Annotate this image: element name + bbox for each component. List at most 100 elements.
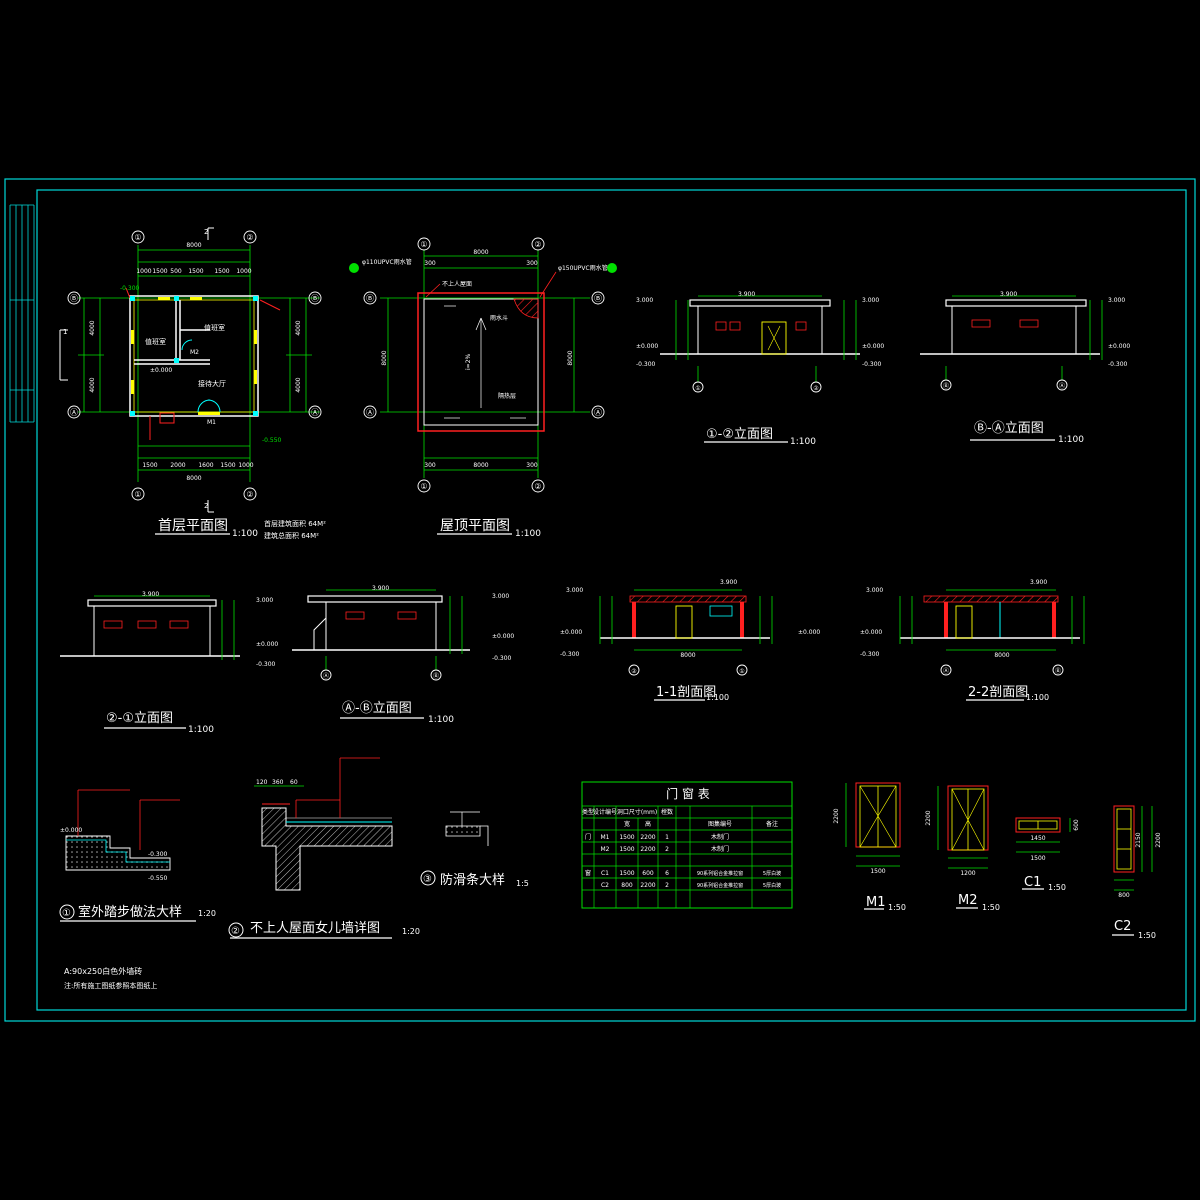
svg-text:4000: 4000 bbox=[89, 377, 96, 392]
note-1: A:90x250白色外墙砖 bbox=[64, 966, 142, 976]
svg-text:2200: 2200 bbox=[925, 810, 932, 825]
svg-text:3.000: 3.000 bbox=[566, 587, 583, 594]
svg-text:1500: 1500 bbox=[619, 834, 634, 841]
svg-text:M1: M1 bbox=[601, 834, 610, 841]
svg-text:1500: 1500 bbox=[870, 868, 885, 875]
svg-text:800: 800 bbox=[621, 882, 633, 889]
roof-plan: ① ② ① ② Ⓑ Ⓐ Ⓑ Ⓐ 8000 8000 300 300 300 30… bbox=[349, 237, 617, 539]
svg-text:90系列铝合金推拉窗: 90系列铝合金推拉窗 bbox=[697, 870, 743, 877]
axis-a-left: Ⓐ bbox=[70, 408, 78, 417]
plan1-title: 首层平面图 bbox=[158, 518, 228, 534]
svg-text:90系列铝合金推拉窗: 90系列铝合金推拉窗 bbox=[697, 882, 743, 889]
svg-text:1000: 1000 bbox=[238, 462, 253, 469]
svg-text:600: 600 bbox=[642, 870, 654, 877]
svg-text:-0.300: -0.300 bbox=[636, 361, 656, 368]
elevation-1-2: ① ② 3.000 3.900 ±0.000 -0.300 3.000 ±0.0… bbox=[636, 291, 884, 447]
svg-text:60: 60 bbox=[290, 779, 298, 786]
axis-1-bottom: ① bbox=[134, 490, 141, 499]
svg-text:①: ① bbox=[695, 385, 700, 392]
svg-text:②: ② bbox=[534, 240, 541, 249]
axis-b-right: Ⓑ bbox=[311, 294, 319, 303]
svg-text:-0.300: -0.300 bbox=[120, 285, 140, 292]
svg-text:2000: 2000 bbox=[170, 462, 185, 469]
svg-text:不上人屋面: 不上人屋面 bbox=[442, 280, 472, 288]
svg-text:300: 300 bbox=[526, 260, 538, 267]
svg-text:M2: M2 bbox=[190, 349, 199, 356]
plan1-walls bbox=[129, 295, 259, 417]
elev21-scale: 1:100 bbox=[188, 725, 214, 735]
section-2-2: Ⓐ Ⓑ 8000 3.000 3.900 ±0.000 -0.300 2-2剖面… bbox=[860, 579, 1085, 702]
det1-num: ① bbox=[62, 908, 71, 919]
roof-dim-top: 8000 bbox=[473, 249, 488, 256]
svg-text:3.000: 3.000 bbox=[866, 587, 883, 594]
axis-2-bottom: ② bbox=[246, 490, 253, 499]
m2-label: M2 bbox=[958, 893, 978, 908]
svg-text:1500: 1500 bbox=[220, 462, 235, 469]
svg-text:3.900: 3.900 bbox=[1030, 579, 1047, 586]
door-m1: 1500 2200 M1 1:50 bbox=[833, 782, 906, 912]
svg-text:2200: 2200 bbox=[1155, 832, 1162, 847]
svg-text:3.000: 3.000 bbox=[1108, 297, 1125, 304]
title-strip bbox=[9, 204, 35, 423]
svg-text:1500: 1500 bbox=[142, 462, 157, 469]
svg-text:8000: 8000 bbox=[994, 652, 1009, 659]
svg-text:1000: 1000 bbox=[236, 268, 251, 275]
svg-text:1: 1 bbox=[665, 834, 669, 841]
c1-label: C1 bbox=[1024, 875, 1041, 890]
room-label-2: 接待大厅 bbox=[198, 379, 226, 388]
det3-num: ③ bbox=[423, 874, 432, 885]
svg-text:600: 600 bbox=[1073, 819, 1080, 831]
svg-text:隔热层: 隔热层 bbox=[498, 392, 516, 400]
m1-scale: 1:50 bbox=[888, 903, 906, 912]
svg-text:500: 500 bbox=[170, 268, 182, 275]
svg-text:-0.300: -0.300 bbox=[148, 851, 168, 858]
svg-text:-0.300: -0.300 bbox=[492, 655, 512, 662]
m2-scale: 1:50 bbox=[982, 903, 1000, 912]
svg-text:360: 360 bbox=[272, 779, 284, 786]
svg-text:②: ② bbox=[534, 482, 541, 491]
svg-text:-0.300: -0.300 bbox=[860, 651, 880, 658]
svg-text:±0.000: ±0.000 bbox=[1108, 343, 1130, 350]
svg-text:1000: 1000 bbox=[136, 268, 151, 275]
svg-text:300: 300 bbox=[526, 462, 538, 469]
svg-text:1600: 1600 bbox=[198, 462, 213, 469]
svg-text:门: 门 bbox=[585, 833, 591, 841]
svg-text:±0.000: ±0.000 bbox=[492, 633, 514, 640]
elevBA-title: Ⓑ-Ⓐ立面图 bbox=[974, 421, 1044, 436]
plan1-dim-total-top: 8000 bbox=[186, 242, 201, 249]
plan1-dim-total-bottom: 8000 bbox=[186, 475, 201, 482]
svg-text:8000: 8000 bbox=[381, 350, 388, 365]
svg-text:3.900: 3.900 bbox=[720, 579, 737, 586]
svg-text:2: 2 bbox=[204, 502, 208, 510]
svg-text:②: ② bbox=[631, 668, 637, 675]
svg-text:4000: 4000 bbox=[89, 320, 96, 335]
elev21-title: ②-①立面图 bbox=[106, 711, 173, 726]
roof-slope: i=2% bbox=[465, 353, 472, 370]
svg-text:洞口尺寸(mm): 洞口尺寸(mm) bbox=[617, 808, 657, 816]
general-notes: A:90x250白色外墙砖 注:所有施工图纸参照本图纸上 bbox=[64, 966, 157, 990]
svg-text:2200: 2200 bbox=[640, 846, 655, 853]
svg-text:3.900: 3.900 bbox=[1000, 291, 1017, 298]
elevation-2-1: 3.900 3.000 ±0.000 -0.300 ②-①立面图 1:100 bbox=[60, 591, 278, 735]
svg-text:雨水斗: 雨水斗 bbox=[490, 314, 508, 322]
sec22-scale: 1:100 bbox=[1026, 693, 1049, 702]
ground-floor-plan: ① ② ① ② Ⓑ Ⓐ Ⓑ Ⓐ 8000 8000 1000 1500 500 … bbox=[59, 227, 326, 540]
roof-dim-bottom: 8000 bbox=[473, 462, 488, 469]
axis-b-left: Ⓑ bbox=[70, 294, 78, 303]
svg-text:-0.550: -0.550 bbox=[148, 875, 168, 882]
door-m2: 1200 2200 M2 1:50 bbox=[925, 785, 1000, 912]
note-2: 注:所有施工图纸参照本图纸上 bbox=[64, 981, 157, 990]
plan1-area2: 建筑总面积 64M² bbox=[264, 531, 319, 540]
svg-text:宽: 宽 bbox=[624, 820, 630, 828]
det2-scale: 1:20 bbox=[402, 927, 420, 936]
svg-text:±0.000: ±0.000 bbox=[150, 367, 172, 374]
svg-text:-0.300: -0.300 bbox=[1108, 361, 1128, 368]
det2-title: 不上人屋面女儿墙详图 bbox=[250, 920, 380, 936]
svg-text:1500: 1500 bbox=[152, 268, 167, 275]
plan1-scale: 1:100 bbox=[232, 529, 258, 539]
svg-text:8000: 8000 bbox=[567, 350, 574, 365]
svg-text:1450: 1450 bbox=[1030, 835, 1045, 842]
room-label-3: 值班室 bbox=[204, 323, 225, 332]
svg-text:图集编号: 图集编号 bbox=[708, 820, 732, 828]
